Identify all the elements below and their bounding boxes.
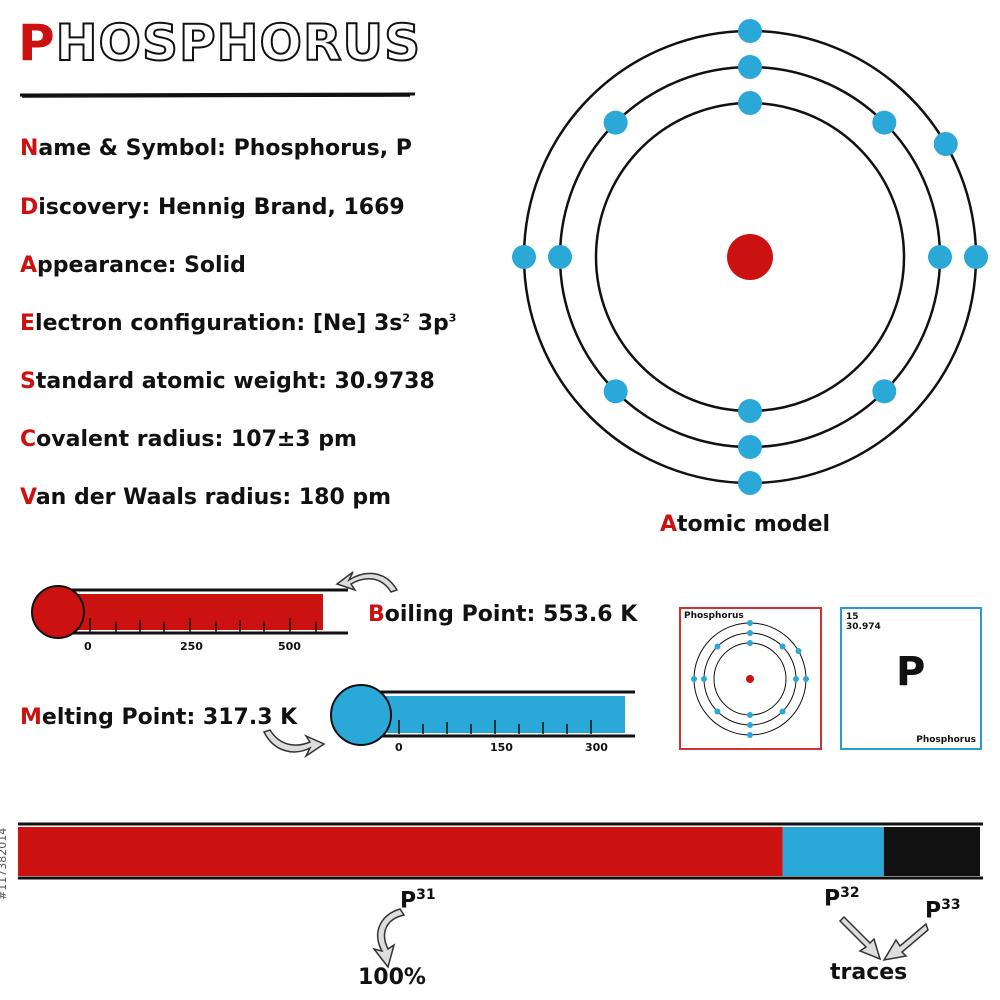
mini-electron-shell3-1: [747, 620, 753, 626]
melting-arrow-icon: [262, 729, 326, 759]
boiling-bulb: [31, 585, 85, 639]
electron-shell3-4: [738, 471, 762, 495]
traces-label: traces: [830, 960, 908, 985]
atomic-model-card: Phosphorus: [679, 607, 822, 750]
title-underline: [20, 92, 415, 98]
property-atomic-weight: Standard atomic weight: 30.9738: [20, 369, 435, 394]
isotope-segment-p31: [18, 827, 783, 876]
boiling-tick-0: 0: [84, 640, 92, 653]
electron-shell3-3: [964, 245, 988, 269]
property-van-der-waals-radius: Van der Waals radius: 180 pm: [20, 485, 392, 510]
melting-tick-0: 0: [395, 741, 403, 754]
mini-electron-shell3-2: [795, 648, 802, 654]
electron-shell2-2: [872, 110, 897, 135]
mini-nucleus: [746, 675, 754, 683]
electron-shell2-1: [738, 55, 762, 79]
mini-electron-shell3-3: [803, 676, 809, 682]
mini-electron-shell2-3: [793, 676, 799, 682]
p32-arrow-icon: [838, 915, 882, 961]
electron-shell2-6: [603, 379, 628, 404]
isotope-segment-p33: [883, 827, 980, 876]
boiling-tick-250: 250: [180, 640, 203, 653]
electron-shell1-2: [738, 399, 762, 423]
electron-shell3-5: [512, 245, 536, 269]
electron-shell2-8: [603, 110, 628, 135]
isotope-bar: [18, 822, 983, 880]
electron-shell2-4: [872, 379, 897, 404]
electron-shell2-7: [548, 245, 572, 269]
atomic-model-label: Atomic model: [660, 512, 831, 537]
electron-shell3-2: [933, 132, 958, 156]
element-card: 15 30.974 P Phosphorus: [840, 607, 982, 750]
page-title: PHOSPHORUS: [18, 13, 422, 73]
boiling-arrow-icon: [335, 571, 399, 593]
boiling-tick-500: 500: [278, 640, 301, 653]
element-mass: 30.974: [846, 622, 881, 632]
element-number: 15: [846, 612, 859, 622]
mini-electron-shell2-7: [701, 676, 707, 682]
mini-electron-shell2-5: [747, 722, 753, 728]
element-name: Phosphorus: [916, 735, 976, 745]
p31-percentage: 100%: [358, 965, 426, 990]
boiling-point-label: Boiling Point: 553.6 K: [368, 602, 638, 627]
stock-id: #117382014: [0, 827, 9, 900]
melting-tick-150: 150: [490, 741, 513, 754]
atomic-model-card-name: Phosphorus: [684, 611, 744, 621]
isotope-segment-p32: [782, 827, 884, 876]
isotope-p33-label: P33: [925, 897, 961, 924]
mini-electron-shell1-2: [747, 712, 753, 718]
mini-electron-shell2-6: [714, 708, 721, 715]
mini-electron-shell3-5: [691, 676, 697, 682]
p33-arrow-icon: [882, 922, 929, 962]
electron-shell1-1: [738, 91, 762, 115]
p31-arrow-icon: [372, 908, 406, 969]
property-discovery: Discovery: Hennig Brand, 1669: [20, 195, 405, 220]
property-name-symbol: Name & Symbol: Phosphorus, P: [20, 136, 412, 161]
isotope-p32-label: P32: [824, 885, 860, 912]
electron-shell2-5: [738, 435, 762, 459]
electron-shell3-1: [738, 19, 762, 43]
electron-shell2-3: [928, 245, 952, 269]
boiling-thermometer: [31, 585, 348, 639]
mini-electron-shell2-1: [747, 630, 753, 636]
property-electron-configuration: Electron configuration: [Ne] 3s2 3p3: [20, 311, 457, 336]
mini-atom-diagram: [691, 620, 809, 738]
element-symbol: P: [896, 649, 926, 695]
melting-bulb: [330, 684, 392, 746]
mini-electron-shell2-8: [714, 643, 721, 650]
melting-point-label: Melting Point: 317.3 K: [20, 705, 298, 730]
property-covalent-radius: Covalent radius: 107±3 pm: [20, 427, 357, 452]
melting-tick-300: 300: [585, 741, 608, 754]
atomic-model-diagram: [512, 19, 988, 495]
mini-electron-shell1-1: [747, 640, 753, 646]
mini-electron-shell2-2: [779, 643, 786, 650]
mini-electron-shell2-4: [779, 708, 786, 715]
nucleus: [727, 234, 773, 280]
property-appearance: Appearance: Solid: [20, 253, 246, 278]
mini-electron-shell3-4: [747, 732, 753, 738]
isotope-p31-label: P31: [400, 887, 436, 914]
melting-thermometer: [330, 684, 635, 746]
